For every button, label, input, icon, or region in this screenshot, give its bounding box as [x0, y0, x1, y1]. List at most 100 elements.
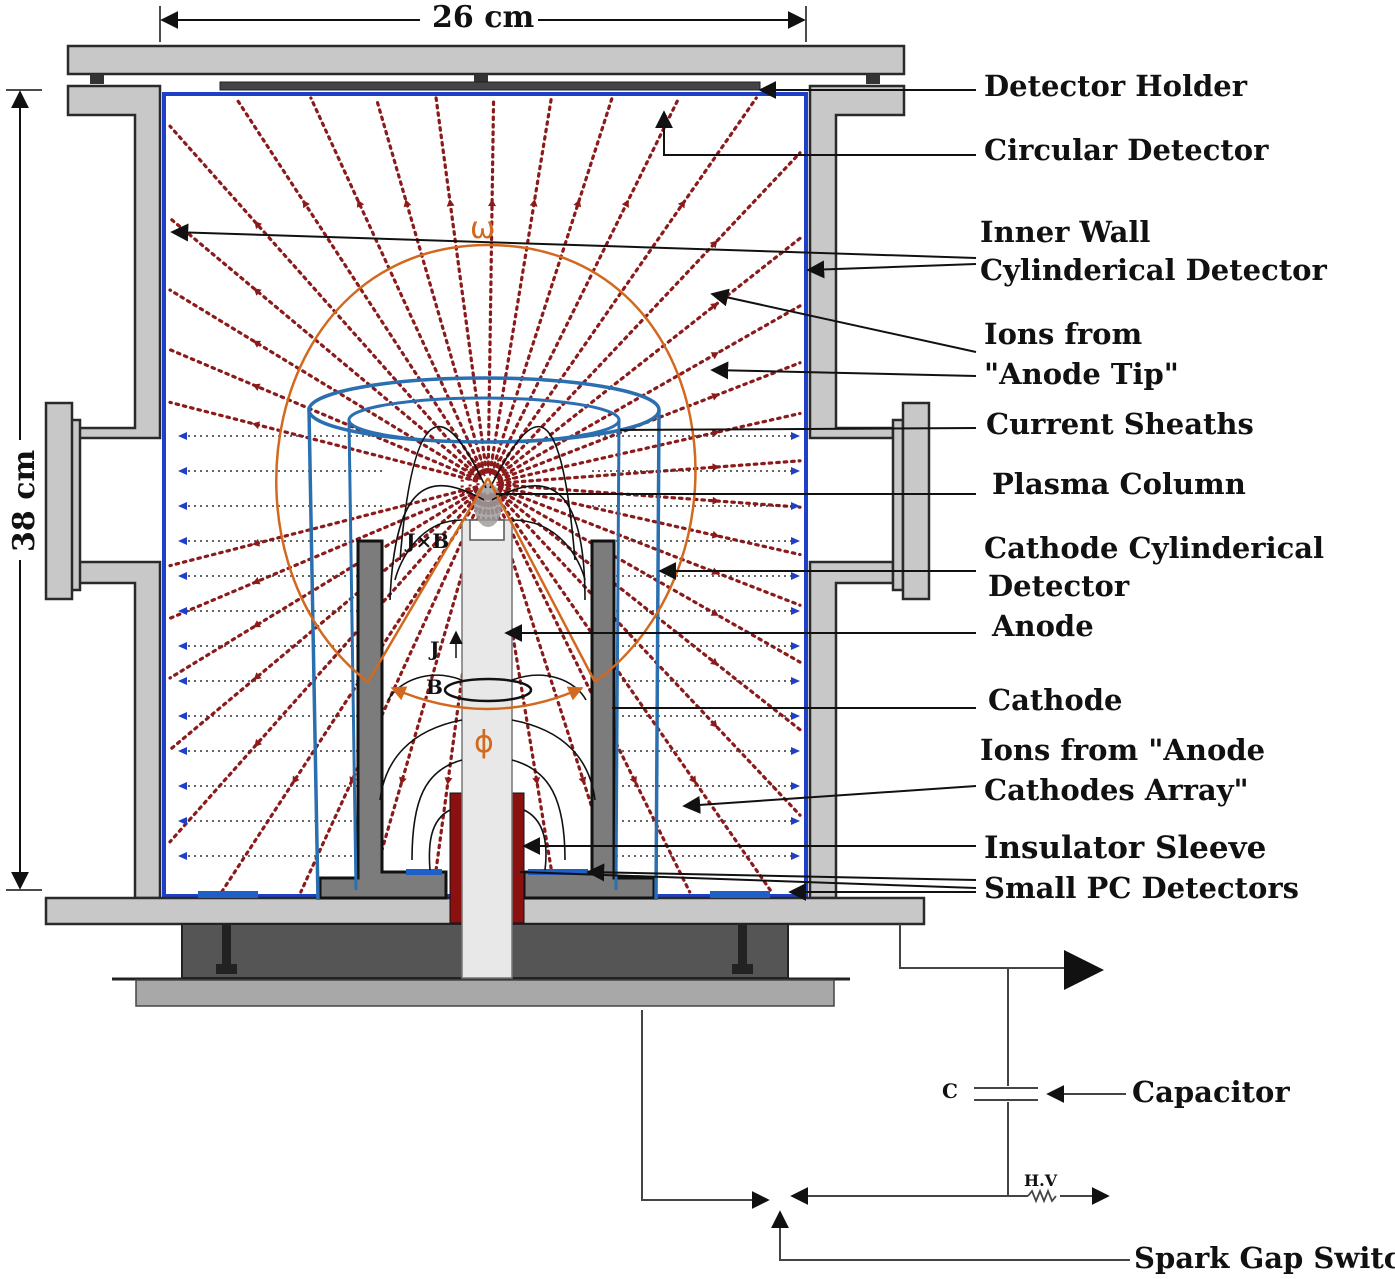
label-anode: Anode [991, 609, 1094, 643]
anode [461, 519, 513, 979]
array-ion-arrowhead [178, 537, 187, 545]
anode-tip-ion-ray [490, 96, 614, 475]
array-ion-arrowhead [791, 502, 800, 510]
current-sheath-inner [347, 396, 621, 891]
small-pc-detector-3 [528, 869, 588, 875]
label-current-sheaths: Current Sheaths [986, 407, 1254, 441]
small-pc-detector-1 [198, 891, 258, 898]
anode-tip-ion-arrowhead [403, 199, 412, 208]
label-inner-wall: Inner Wall [980, 215, 1150, 249]
anode-tip-ion-ray [491, 96, 681, 475]
anode-tip-ion-ray [168, 490, 481, 752]
phi-symbol: ϕ [474, 725, 494, 760]
anode-tip-ion-arrowhead [446, 199, 455, 207]
anode-tip-ion-arrowhead [529, 199, 538, 207]
tip-dot-ring [460, 456, 516, 512]
label-cathode: Cathode [988, 683, 1122, 717]
tip-dot-ring [468, 464, 508, 504]
array-ion-arrowhead [791, 607, 800, 615]
bolt-right [738, 924, 747, 970]
top-lid [66, 44, 906, 76]
anode-tip-ion-ray [434, 96, 489, 474]
anode-tip-ion-ray [493, 96, 758, 476]
array-ion-arrowhead [791, 432, 800, 440]
capacitor-c-label: C [942, 1079, 958, 1103]
insulator-sleeve-right [511, 792, 525, 924]
anode-tip-ion-arrowhead [253, 340, 262, 348]
label-cylinderical-detector: Cylinderical Detector [980, 253, 1327, 287]
circuit [641, 924, 1130, 1261]
anode-tip-ion-arrowhead [677, 200, 686, 209]
anode-tip-ion-ray [498, 411, 802, 483]
array-ion-arrowhead [178, 782, 187, 790]
anode-tip-ion-arrowhead [711, 429, 720, 438]
anode-tip-ion-arrowhead [573, 199, 582, 208]
lid-spacer-right [866, 74, 880, 84]
anode-tip-ion-arrowhead [712, 463, 720, 472]
tip-dot-ring [476, 472, 500, 496]
bolt-right-nut [732, 964, 753, 974]
array-ion-arrowhead [791, 852, 800, 860]
array-ion-arrowhead [178, 467, 187, 475]
anode-tip-ion-arrowhead [710, 657, 719, 666]
phi-arc [390, 686, 584, 711]
array-ion-arrowhead [791, 817, 800, 825]
anode-tip-ion-arrowhead [253, 288, 262, 296]
anode-tip-ion-ray [168, 288, 480, 480]
hv-resistor [1027, 1188, 1057, 1204]
anode-tip-ion-ray [309, 96, 485, 475]
anode-tip-ion-ray [168, 485, 478, 568]
array-ion-arrowhead [791, 572, 800, 580]
array-ion-arrowhead [178, 747, 187, 755]
anode-tip-ion-ray [498, 459, 802, 485]
anode-tip-ion-arrowhead [709, 719, 718, 728]
b-label: B [426, 675, 443, 699]
anode-tip-ion-ray [168, 488, 480, 680]
anode-tip-ion-arrowhead [252, 421, 261, 430]
array-ion-arrowhead [791, 712, 800, 720]
anode-tip-ion-ray [496, 304, 802, 480]
anode-tip-ion-ray [494, 151, 802, 477]
magnetic-field-lines [379, 425, 596, 871]
omega-arc [275, 243, 697, 684]
insulator-sleeve-left [449, 792, 463, 924]
anode-tip-ion-ray [168, 487, 479, 620]
port-left-flange [44, 401, 74, 601]
anode-tip-ion-arrowhead [253, 620, 262, 628]
anode-tip-ion-ray [493, 492, 774, 894]
anode-tip-ion-arrowhead [532, 777, 541, 785]
anode-tip-ion-ray [495, 236, 802, 479]
anode-tip-ion-arrowhead [254, 221, 263, 230]
cathode-left [318, 539, 448, 900]
anode-tip-ion-arrowhead [254, 738, 263, 747]
anode-tip-ion-ray [496, 488, 802, 664]
label-insulator-sleeve: Insulator Sleeve [984, 830, 1266, 866]
array-ion-arrowhead [178, 677, 187, 685]
label-circular-detector: Circular Detector [984, 133, 1269, 167]
leader-lines [170, 81, 977, 901]
bolt-left-nut [216, 964, 237, 974]
anode-tip-ion-arrowhead [710, 352, 719, 360]
anode-tip-ion-ray [168, 348, 479, 481]
vessel-wall-left [66, 84, 162, 440]
hv-label: H.V [1024, 1171, 1058, 1190]
svg-text:26 cm: 26 cm [432, 0, 534, 35]
label-cathode-cylinderical-2: Detector [988, 569, 1130, 603]
cone-line-right [486, 477, 597, 683]
anode-tip-ion-arrowhead [252, 576, 261, 585]
anode-tip-ion-arrowhead [688, 775, 697, 784]
anode-tip-ion-ray [497, 486, 802, 607]
anode-tip-ion-arrowhead [621, 199, 629, 208]
label-ions-array-2: Cathodes Array" [984, 773, 1249, 807]
label-ions-anode-tip-2: "Anode Tip" [984, 357, 1179, 391]
label-spark-gap-switch: Spark Gap Switch [1134, 1241, 1395, 1275]
anode-tip-ion-ray [495, 489, 802, 732]
array-ion-arrowhead [178, 607, 187, 615]
anode-tip-ion-arrowhead [711, 393, 720, 401]
array-ion-arrowhead [791, 467, 800, 475]
array-ion-arrowhead [178, 712, 187, 720]
label-detector-holder: Detector Holder [984, 69, 1248, 103]
array-ion-arrowhead [791, 537, 800, 545]
array-ion-arrowhead [178, 502, 187, 510]
